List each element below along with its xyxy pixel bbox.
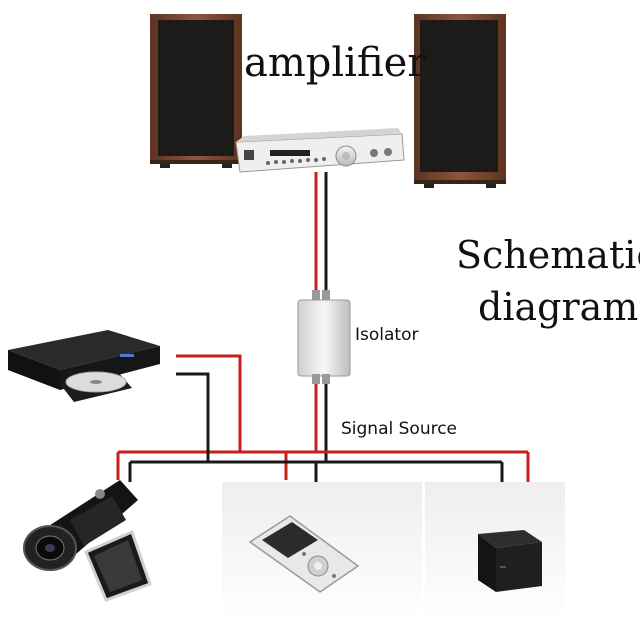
signal-source-label: Signal Source	[341, 419, 458, 439]
schematic-label-line2: diagram	[478, 285, 639, 329]
isolator-bus-wires	[314, 378, 328, 462]
isolator-label: Isolator	[355, 325, 419, 345]
amp-isolator-wires	[314, 172, 328, 296]
amplifier-label: amplifier	[244, 40, 427, 86]
isolator-box-icon	[297, 290, 351, 384]
camcorder-icon	[23, 480, 152, 602]
red-bus-wire	[116, 354, 530, 482]
computer-case-icon	[478, 530, 542, 592]
mp3-player-icon	[248, 515, 360, 593]
right-speaker-icon	[414, 14, 506, 188]
dvd-player-icon	[8, 330, 160, 402]
black-bus-wire	[128, 372, 504, 482]
schematic-label-line1: Schematic	[456, 233, 640, 277]
amplifier-icon	[235, 128, 405, 173]
left-speaker-icon	[150, 14, 242, 168]
